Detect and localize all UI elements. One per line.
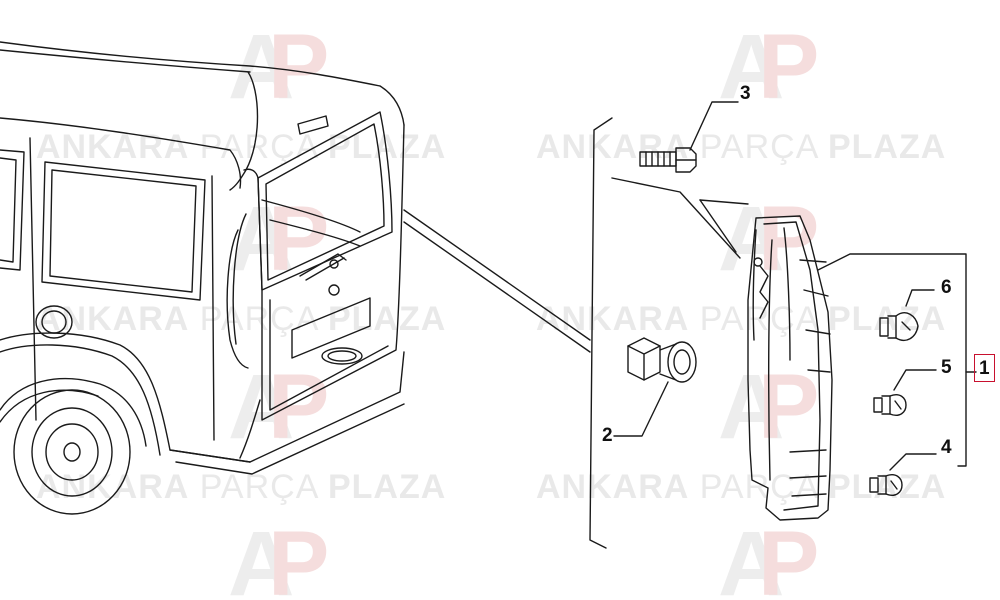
tail-lamp-assembly	[611, 177, 977, 521]
svg-text:A: A	[228, 513, 294, 600]
callout-part-4: 4	[941, 437, 952, 458]
svg-text:P: P	[758, 513, 819, 600]
svg-text:A: A	[718, 513, 784, 600]
callout-part-1: 1	[974, 354, 995, 382]
part-5-bulb	[873, 369, 937, 416]
svg-text:A: A	[228, 356, 294, 458]
part-6-bulb	[879, 289, 935, 342]
svg-text:P: P	[758, 16, 819, 118]
callout-part-2: 2	[602, 425, 613, 446]
svg-text:A: A	[718, 16, 784, 118]
svg-text:A: A	[718, 356, 784, 458]
callout-part-3: 3	[740, 83, 751, 104]
callout-part-5: 5	[941, 357, 952, 378]
part-4-bulb	[869, 453, 937, 496]
watermark-text: ANKARA PARÇA PLAZA	[36, 128, 447, 166]
svg-text:P: P	[268, 356, 329, 458]
detail-bracket	[589, 117, 613, 549]
watermark-text: ANKARA PARÇA PLAZA	[536, 128, 947, 166]
watermark-text: ANKARA PARÇA PLAZA	[536, 300, 947, 338]
part-3-screw	[639, 101, 739, 173]
svg-text:P: P	[268, 16, 329, 118]
part-2-nut	[613, 337, 697, 437]
callout-part-6: 6	[941, 277, 952, 298]
watermark-text: ANKARA PARÇA PLAZA	[36, 300, 447, 338]
svg-text:P: P	[268, 513, 329, 600]
watermark-text: ANKARA PARÇA PLAZA	[36, 468, 447, 506]
van-rear-view	[0, 41, 591, 515]
